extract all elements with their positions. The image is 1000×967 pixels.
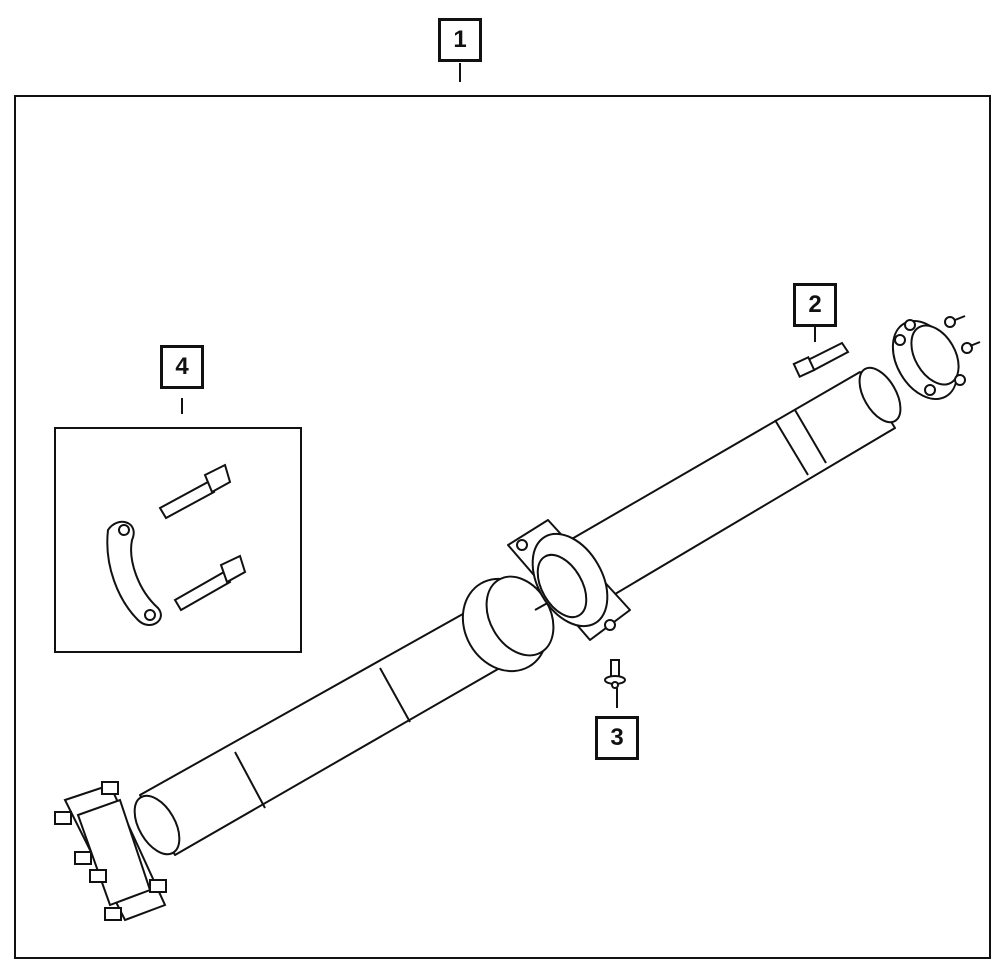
hardware-kit-frame xyxy=(54,427,302,653)
bolt-part-3 xyxy=(604,659,626,689)
assembly-frame xyxy=(14,95,991,959)
front-tube xyxy=(569,371,896,601)
hardware-kit-parts xyxy=(106,463,247,626)
callout-1[interactable]: 1 xyxy=(438,18,482,62)
callout-2[interactable]: 2 xyxy=(793,283,837,327)
callout-3[interactable]: 3 xyxy=(595,716,639,760)
rear-flange xyxy=(54,781,167,922)
driveshaft-assembly xyxy=(133,315,981,856)
retainer-plate xyxy=(106,520,162,626)
kit-bolt-lower xyxy=(173,570,232,612)
callout-4[interactable]: 4 xyxy=(160,345,204,389)
bolt-part-2 xyxy=(792,341,850,379)
rear-tube xyxy=(139,609,506,856)
kit-bolt-upper xyxy=(158,480,216,520)
center-bearing xyxy=(507,519,631,641)
